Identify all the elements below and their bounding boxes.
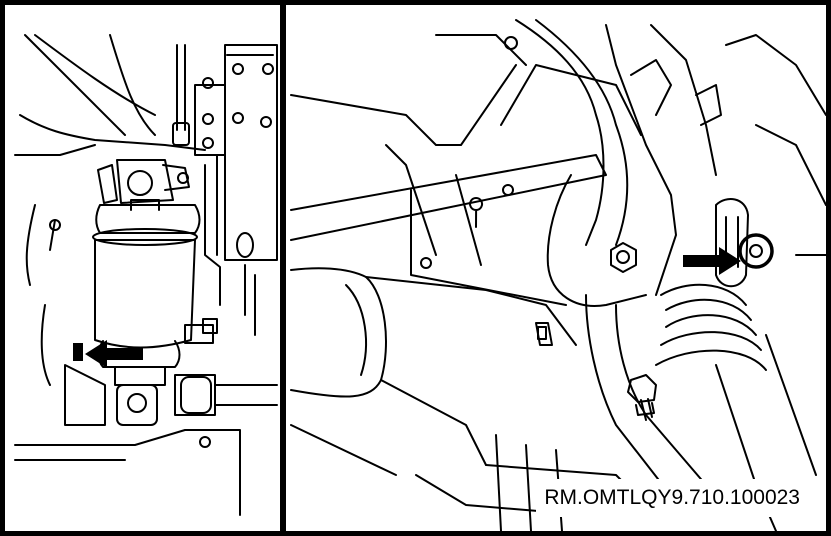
right-view-drawing [290,19,826,531]
reference-code: RM.OMTLQY9.710.100023 [536,479,808,517]
right-view-panel [286,5,826,531]
left-view-panel [5,5,280,531]
left-view-drawing [14,34,278,516]
arrow-left-icon [85,340,143,368]
arrow-right-icon [683,247,741,275]
panel-divider [280,5,286,531]
